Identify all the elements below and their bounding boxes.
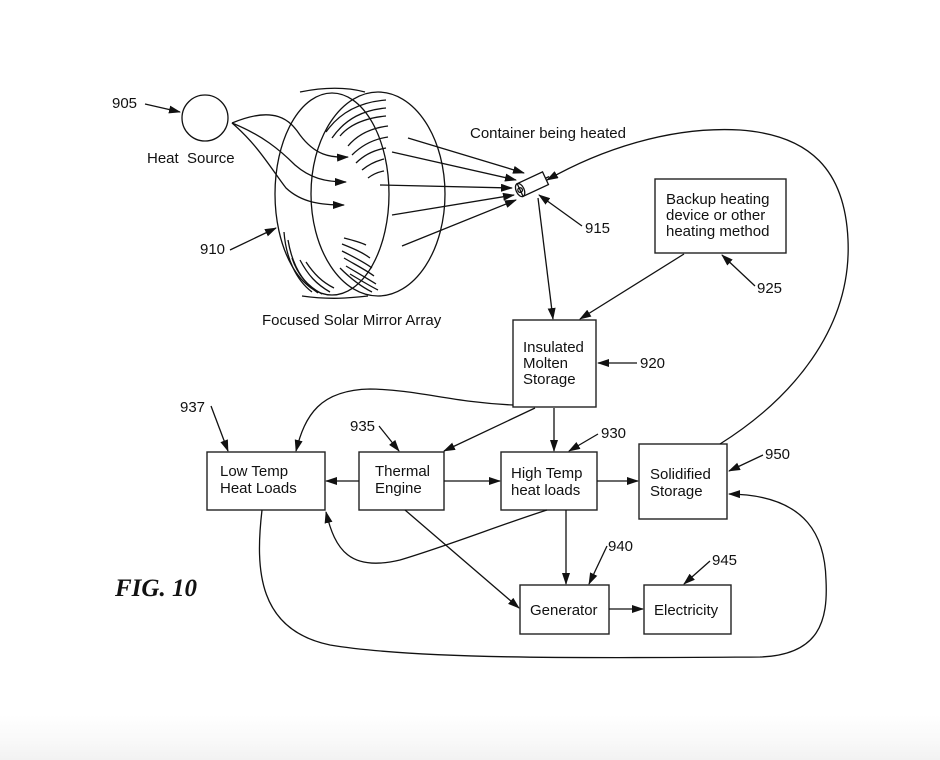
- high-temp-box: High Temp heat loads: [500, 451, 598, 511]
- backup-line-3: heating method: [666, 223, 769, 240]
- ref-905-leader: [144, 103, 181, 114]
- backup-heating-box: Backup heating device or other heating m…: [654, 178, 787, 254]
- thermal-engine-box: Thermal Engine: [358, 451, 445, 511]
- ref-905: 905: [112, 95, 181, 114]
- storage-to-lowtemp-arrow: [294, 388, 514, 452]
- solidified-line-2: Storage: [650, 483, 703, 500]
- ref-937: 937: [180, 399, 229, 452]
- molten-line-3: Storage: [523, 371, 576, 388]
- ref-925: 925: [721, 254, 782, 297]
- storage-to-engine-arrow: [443, 407, 536, 452]
- ray-1: [231, 114, 349, 162]
- ref-935-leader: [378, 425, 400, 452]
- reflected-ray-2: [391, 151, 517, 182]
- ref-925-label: 925: [757, 280, 782, 297]
- heat-source: Heat Source: [147, 94, 235, 167]
- engine-to-generator-arrow: [404, 509, 520, 609]
- mirror-array-label: Focused Solar Mirror Array: [262, 312, 442, 329]
- mirror-top-edge: [299, 87, 366, 93]
- ref-915-leader: [538, 194, 583, 227]
- mirror-rim-stripes: [283, 231, 335, 295]
- flow-connectors: [258, 128, 849, 659]
- low-temp-line-2: Heat Loads: [220, 480, 297, 497]
- ref-937-label: 937: [180, 399, 205, 416]
- ref-940-label: 940: [608, 538, 633, 555]
- backup-line-2: device or other: [666, 207, 765, 224]
- hightemp-to-lowtemp-arrow: [324, 509, 548, 564]
- ref-905-label: 905: [112, 95, 137, 112]
- electricity-label: Electricity: [654, 602, 719, 619]
- reflected-ray-1: [407, 137, 525, 174]
- container-label: Container being heated: [470, 125, 626, 142]
- container-to-storage-arrow: [537, 197, 556, 320]
- solidified-to-container-arrow: [546, 128, 849, 445]
- mirror-array: Focused Solar Mirror Array: [262, 87, 446, 329]
- ref-937-leader: [210, 405, 229, 452]
- figure-title: FIG. 10: [114, 575, 197, 602]
- ref-925-leader: [721, 254, 756, 287]
- ref-910-leader: [229, 227, 277, 251]
- backup-line-1: Backup heating: [666, 191, 769, 208]
- low-temp-box: Low Temp Heat Loads: [206, 451, 326, 511]
- reflected-rays: [379, 137, 525, 247]
- ref-910: 910: [200, 227, 277, 258]
- thermal-line-2: Engine: [375, 480, 422, 497]
- high-temp-line-2: heat loads: [511, 482, 580, 499]
- ref-930: 930: [568, 425, 626, 452]
- ref-950: 950: [728, 446, 790, 472]
- mirror-bottom-edge: [301, 295, 369, 299]
- ref-915-label: 915: [585, 220, 610, 237]
- ref-940: 940: [588, 538, 633, 585]
- ref-930-leader: [568, 433, 599, 452]
- reflected-ray-4: [391, 192, 515, 216]
- ref-930-label: 930: [601, 425, 626, 442]
- ref-940-leader: [588, 545, 608, 585]
- incoming-rays: [231, 114, 349, 209]
- generator-label: Generator: [530, 602, 598, 619]
- ref-945-leader: [683, 560, 711, 585]
- mirror-front-rim: [310, 91, 446, 297]
- molten-line-1: Insulated: [523, 339, 584, 356]
- reflected-ray-5: [401, 199, 517, 247]
- molten-line-2: Molten: [523, 355, 568, 372]
- heat-source-circle: [181, 94, 229, 142]
- ref-950-leader: [728, 454, 764, 472]
- ref-920: 920: [597, 355, 665, 372]
- electricity-box: Electricity: [643, 584, 732, 635]
- backup-to-storage-arrow: [579, 253, 685, 320]
- ref-945: 945: [683, 552, 737, 585]
- mirror-facets-top: [325, 99, 389, 179]
- ref-935-label: 935: [350, 418, 375, 435]
- low-temp-line-1: Low Temp: [220, 463, 288, 480]
- heat-source-label: Heat Source: [147, 150, 235, 167]
- mirror-back-rim: [274, 92, 390, 296]
- high-temp-line-1: High Temp: [511, 465, 582, 482]
- ray-2: [231, 122, 347, 186]
- ref-945-label: 945: [712, 552, 737, 569]
- reflected-ray-3: [379, 183, 513, 192]
- ray-3: [231, 122, 345, 209]
- lowtemp-to-solidified-arrow: [258, 490, 827, 659]
- solidified-line-1: Solidified: [650, 466, 711, 483]
- ref-910-label: 910: [200, 241, 225, 258]
- ref-950-label: 950: [765, 446, 790, 463]
- container-cylinder: [514, 171, 550, 198]
- generator-box: Generator: [519, 584, 610, 635]
- ref-915: 915: [538, 194, 610, 237]
- ref-920-label: 920: [640, 355, 665, 372]
- ref-935: 935: [350, 418, 400, 452]
- thermal-line-1: Thermal: [375, 463, 430, 480]
- solidified-storage-box: Solidified Storage: [638, 443, 728, 520]
- mirror-facets-bottom: [339, 237, 379, 293]
- molten-storage-box: Insulated Molten Storage: [512, 319, 597, 408]
